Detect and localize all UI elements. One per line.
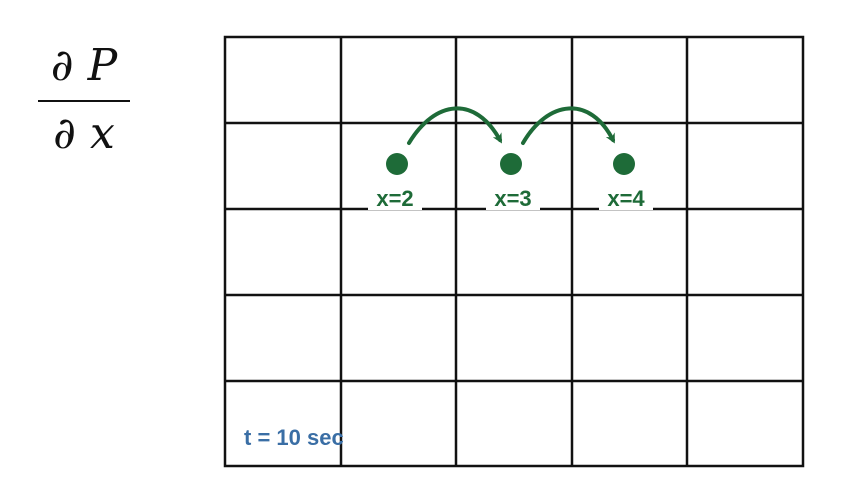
point-labels: x=2 x=3 x=4 xyxy=(368,186,653,211)
formula-numerator: ∂ P xyxy=(50,40,118,91)
point-label-x4: x=4 xyxy=(607,186,645,211)
point-label-x2: x=2 xyxy=(376,186,413,211)
point-label-x3: x=3 xyxy=(494,186,531,211)
grid-points xyxy=(386,153,635,175)
arrow-x3-to-x4 xyxy=(521,106,615,145)
fraction-bar xyxy=(38,100,130,102)
label-bg-x2 xyxy=(368,186,422,210)
grid xyxy=(223,35,805,468)
point-x4 xyxy=(613,153,635,175)
arrow-x2-to-x3 xyxy=(407,106,502,145)
label-bg-x3 xyxy=(486,186,540,210)
label-bg-x4 xyxy=(599,186,653,210)
point-x2 xyxy=(386,153,408,175)
point-x3 xyxy=(500,153,522,175)
transition-arrows xyxy=(407,106,615,145)
formula-denominator: ∂ x xyxy=(53,108,115,159)
time-label: t = 10 sec xyxy=(244,425,344,450)
partial-derivative-formula: ∂ P ∂ x xyxy=(38,40,130,160)
grid-border xyxy=(223,35,805,468)
